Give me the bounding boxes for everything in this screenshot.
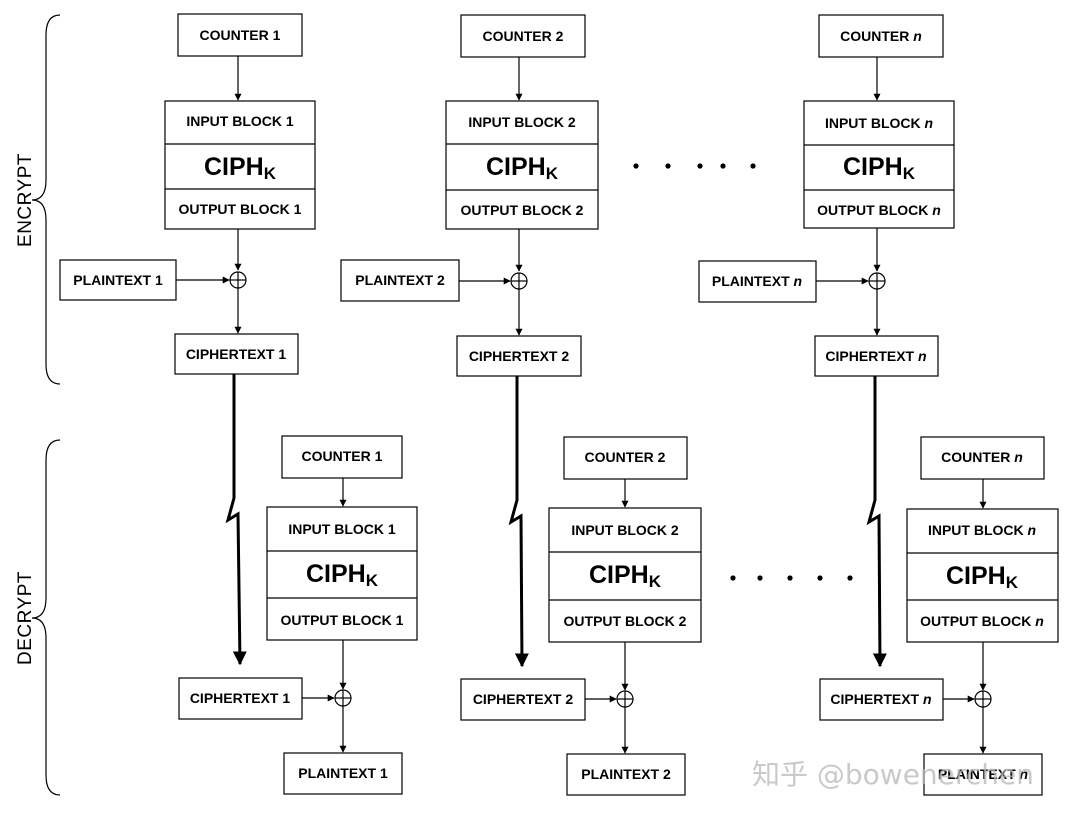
encrypt-ellipsis	[633, 163, 756, 169]
cipher-block	[445, 100, 599, 230]
cipher-block	[803, 100, 955, 229]
encrypt-column-1: COUNTER 1 INPUT BLOCK 1 CIPHK OUTPUT BLO…	[59, 13, 316, 375]
counter-box	[460, 14, 586, 58]
transmission-line-1	[225, 374, 247, 666]
plaintext-label: PLAINTEXT 2	[355, 272, 445, 288]
ciph-k-label: CIPHK	[204, 153, 277, 184]
decrypt-brace	[31, 439, 61, 796]
counter-label: COUNTER 1	[302, 448, 383, 464]
output-block-label: OUTPUT BLOCK n	[920, 613, 1044, 629]
plaintext-box	[59, 259, 177, 301]
xor-icon	[510, 272, 528, 290]
plaintext-box	[923, 753, 1043, 796]
ciph-k-label: CIPHK	[306, 560, 379, 591]
plaintext-label: PLAINTEXT 2	[581, 766, 671, 782]
plaintext-box	[283, 752, 403, 795]
decrypt-label: DECRYPT	[15, 571, 36, 665]
counter-box	[818, 14, 944, 58]
input-block-label: INPUT BLOCK 1	[288, 521, 396, 537]
ciphertext-box	[456, 335, 582, 377]
encrypt-column-2: COUNTER 2 INPUT BLOCK 2 CIPHK OUTPUT BLO…	[340, 14, 599, 377]
counter-label: COUNTER 1	[200, 27, 281, 43]
ciphertext-label: CIPHERTEXT n	[825, 348, 926, 364]
ciph-k-label: CIPHK	[486, 153, 559, 184]
ciphertext-label: CIPHERTEXT 1	[190, 690, 291, 706]
counter-label: COUNTER 2	[585, 449, 666, 465]
decrypt-column-n: COUNTER n INPUT BLOCK n CIPHK OUTPUT BLO…	[819, 436, 1059, 796]
decrypt-ellipsis	[730, 575, 853, 581]
ciphertext-box	[814, 335, 939, 377]
input-block-label: INPUT BLOCK n	[825, 115, 933, 131]
ciphertext-label: CIPHERTEXT 2	[473, 691, 574, 707]
watermark: 知乎 @bowenerchen	[752, 758, 1034, 791]
ciph-k-label: CIPHK	[589, 561, 662, 592]
output-block-label: OUTPUT BLOCK n	[817, 202, 941, 218]
plaintext-box	[566, 753, 686, 796]
input-block-label: INPUT BLOCK 2	[468, 114, 576, 130]
input-block-label: INPUT BLOCK n	[928, 522, 1036, 538]
decrypt-column-2: COUNTER 2 INPUT BLOCK 2 CIPHK OUTPUT BLO…	[460, 436, 702, 796]
ciphertext-box	[174, 333, 299, 375]
cipher-block	[266, 506, 418, 641]
input-block-label: INPUT BLOCK 1	[186, 113, 294, 129]
counter-label: COUNTER n	[840, 28, 922, 44]
decrypt-column-1: COUNTER 1 INPUT BLOCK 1 CIPHK OUTPUT BLO…	[178, 435, 418, 795]
encrypt-label: ENCRYPT	[15, 153, 36, 247]
plaintext-label: PLAINTEXT 1	[298, 765, 388, 781]
transmission-line-2	[508, 376, 529, 668]
plaintext-label: PLAINTEXT n	[712, 273, 802, 289]
counter-label: COUNTER n	[941, 449, 1023, 465]
counter-label: COUNTER 2	[483, 28, 564, 44]
ciphertext-label: CIPHERTEXT 2	[469, 348, 570, 364]
ciph-k-label: CIPHK	[946, 562, 1019, 593]
output-block-label: OUTPUT BLOCK 2	[461, 202, 584, 218]
plaintext-label: PLAINTEXT 1	[73, 272, 163, 288]
xor-icon	[868, 272, 886, 290]
output-block-label: OUTPUT BLOCK 2	[564, 613, 687, 629]
counter-box	[281, 435, 403, 479]
cipher-block	[906, 508, 1059, 643]
counter-box	[177, 13, 303, 57]
encrypt-column-n: COUNTER n INPUT BLOCK n CIPHK OUTPUT BLO…	[698, 14, 955, 377]
output-block-label: OUTPUT BLOCK 1	[179, 201, 302, 217]
xor-icon	[334, 689, 352, 707]
cipher-block	[164, 100, 316, 230]
xor-icon	[229, 271, 247, 289]
output-block-label: OUTPUT BLOCK 1	[281, 612, 404, 628]
plaintext-label: PLAINTEXT n	[938, 766, 1028, 782]
xor-icon	[616, 690, 634, 708]
counter-box	[563, 436, 688, 480]
ciphertext-box	[178, 677, 303, 720]
ciph-k-label: CIPHK	[843, 153, 916, 184]
ciphertext-label: CIPHERTEXT 1	[186, 346, 287, 362]
input-block-label: INPUT BLOCK 2	[571, 522, 679, 538]
cipher-block	[548, 507, 702, 643]
encrypt-brace	[31, 14, 61, 385]
xor-icon	[974, 690, 992, 708]
transmission-line-n	[866, 376, 887, 668]
ciphertext-label: CIPHERTEXT n	[830, 691, 931, 707]
